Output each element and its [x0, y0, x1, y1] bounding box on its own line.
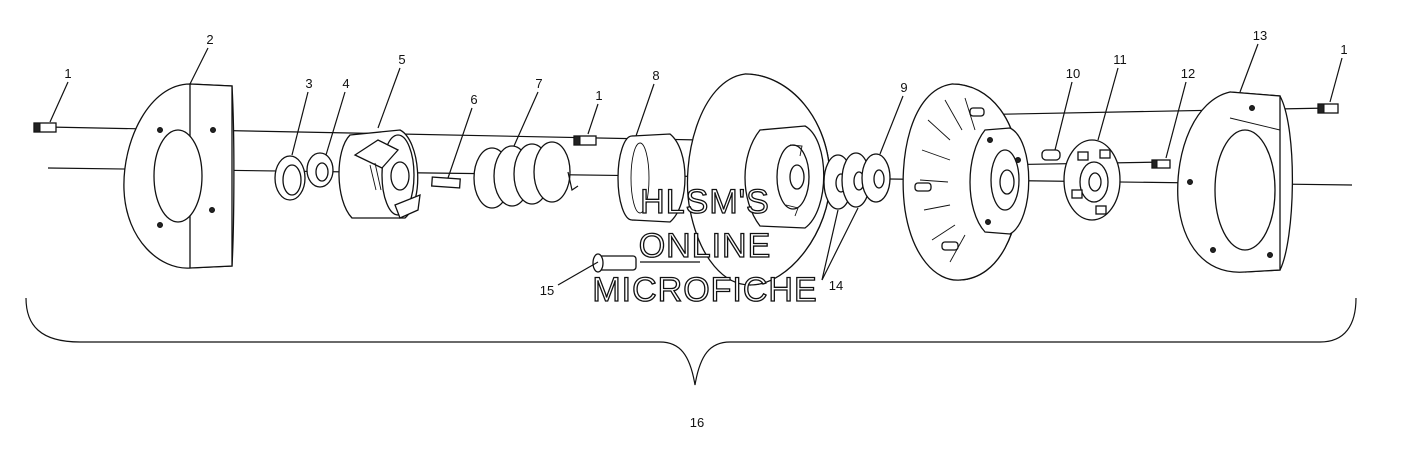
bushing-part-8: [617, 133, 686, 223]
label-part-1-mid: 1: [595, 88, 602, 103]
part-labels: 1 2 3 4 5 6 7 1 8 9 10 11 12 13 1 14 15 …: [64, 28, 1347, 430]
bolt-part-1-left: [33, 122, 57, 133]
label-part-6: 6: [470, 92, 477, 107]
watermark-line-2: ONLINE: [639, 227, 772, 265]
label-part-1-left: 1: [64, 66, 71, 81]
cam-part-5: [338, 129, 421, 219]
label-part-8: 8: [652, 68, 659, 83]
watermark: HLSM'S ONLINE MICROFICHE: [592, 182, 818, 309]
bolt-part-1-mid: [573, 135, 597, 146]
label-part-9: 9: [900, 80, 907, 95]
cover-plate-part-2: [123, 83, 235, 269]
screw-part-12: [1151, 159, 1171, 169]
leader-lines: [49, 43, 1343, 286]
spring-part-7: [473, 141, 579, 209]
watermark-line-1: HLSM'S: [640, 183, 770, 221]
label-part-1-right: 1: [1340, 42, 1347, 57]
label-part-14: 14: [829, 278, 843, 293]
label-part-10: 10: [1066, 66, 1080, 81]
washers-part-14: [823, 152, 891, 210]
label-part-16: 16: [690, 415, 704, 430]
spider-part-11: [1063, 139, 1121, 221]
label-part-2: 2: [206, 32, 213, 47]
washer-part-4: [306, 152, 334, 188]
watermark-line-3: MICROFICHE: [592, 271, 817, 309]
stationary-sheave: [902, 83, 1030, 281]
label-part-5: 5: [398, 52, 405, 67]
label-part-7: 7: [535, 76, 542, 91]
label-part-15: 15: [540, 283, 554, 298]
rollers-part-10: [914, 107, 1061, 251]
label-part-4: 4: [342, 76, 349, 91]
label-part-11: 11: [1113, 52, 1127, 67]
bolt-part-1-right: [1317, 103, 1339, 114]
label-part-12: 12: [1181, 66, 1195, 81]
label-part-3: 3: [305, 76, 312, 91]
fitting-part-15: [592, 253, 637, 273]
cover-part-13: [1177, 91, 1294, 273]
snap-ring-part-3: [274, 155, 306, 201]
assembly-brace: [25, 297, 1357, 386]
label-part-13: 13: [1253, 28, 1267, 43]
pin-part-6: [430, 176, 461, 189]
movable-sheave: [686, 73, 831, 286]
